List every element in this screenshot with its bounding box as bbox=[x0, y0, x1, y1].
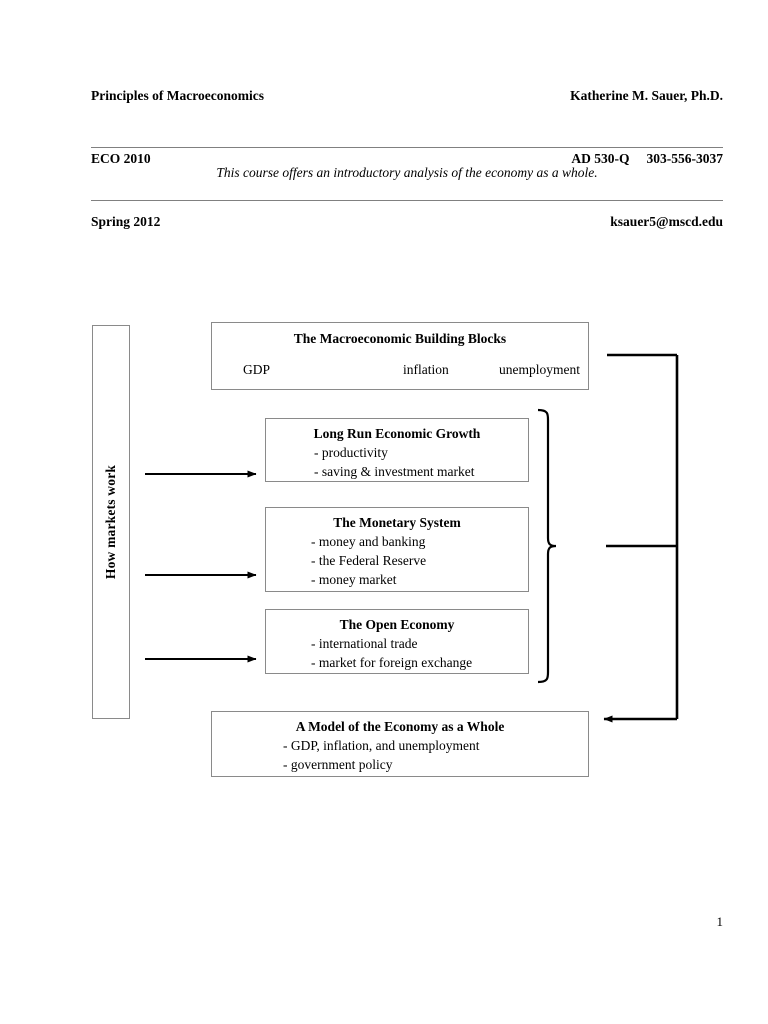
open-economy-item: - market for foreign exchange bbox=[311, 655, 473, 670]
header-divider-top bbox=[91, 147, 723, 148]
term-unemployment: unemployment bbox=[499, 362, 580, 377]
model-of-economy-item: - government policy bbox=[283, 757, 393, 772]
term-gdp: GDP bbox=[243, 362, 271, 377]
model-of-economy-item: - GDP, inflation, and unemployment bbox=[283, 738, 480, 753]
building-blocks-box: The Macroeconomic Building Blocks GDP in… bbox=[211, 322, 589, 390]
long-run-growth-item: - productivity bbox=[314, 445, 388, 460]
instructor-name: Katherine M. Sauer, Ph.D. bbox=[570, 88, 723, 103]
instructor-phone: 303-556-3037 bbox=[646, 151, 724, 166]
long-run-growth-title: Long Run Economic Growth bbox=[313, 426, 481, 441]
monetary-system-item: - money market bbox=[311, 572, 397, 587]
monetary-system-box: The Monetary System - money and banking … bbox=[265, 507, 529, 592]
course-term: Spring 2012 bbox=[91, 214, 161, 229]
grouping-brace bbox=[537, 408, 557, 684]
how-markets-work-label-box: How markets work bbox=[92, 325, 130, 719]
how-markets-work-label: How markets work bbox=[103, 464, 118, 580]
course-code: ECO 2010 bbox=[91, 151, 151, 166]
page-number: 1 bbox=[716, 914, 724, 929]
open-economy-item: - international trade bbox=[311, 636, 418, 651]
instructor-contact-row: AD 530-Q 303-556-3037 bbox=[570, 148, 723, 169]
monetary-system-title: The Monetary System bbox=[333, 515, 461, 530]
course-title: Principles of Macroeconomics bbox=[91, 88, 264, 103]
instructor-email: ksauer5@mscd.edu bbox=[610, 214, 723, 229]
open-economy-box: The Open Economy - international trade -… bbox=[265, 609, 529, 674]
header-right-column: Katherine M. Sauer, Ph.D. AD 530-Q 303-55… bbox=[570, 43, 723, 274]
long-run-growth-item: - saving & investment market bbox=[314, 464, 475, 479]
model-of-economy-title: A Model of the Economy as a Whole bbox=[295, 719, 505, 734]
long-run-growth-box: Long Run Economic Growth - productivity … bbox=[265, 418, 529, 482]
open-economy-title: The Open Economy bbox=[339, 617, 455, 632]
monetary-system-item: - money and banking bbox=[311, 534, 426, 549]
course-tagline: This course offers an introductory analy… bbox=[216, 165, 598, 180]
monetary-system-item: - the Federal Reserve bbox=[311, 553, 427, 568]
document-header: Principles of Macroeconomics ECO 2010 Sp… bbox=[91, 43, 723, 274]
term-inflation: inflation bbox=[403, 362, 449, 377]
instructor-office: AD 530-Q bbox=[571, 151, 630, 166]
building-blocks-terms: GDP inflation unemployment bbox=[212, 362, 588, 378]
building-blocks-title: The Macroeconomic Building Blocks bbox=[293, 331, 507, 346]
header-divider-bottom bbox=[91, 200, 723, 201]
model-of-economy-box: A Model of the Economy as a Whole - GDP,… bbox=[211, 711, 589, 777]
header-left-column: Principles of Macroeconomics ECO 2010 Sp… bbox=[91, 43, 264, 274]
